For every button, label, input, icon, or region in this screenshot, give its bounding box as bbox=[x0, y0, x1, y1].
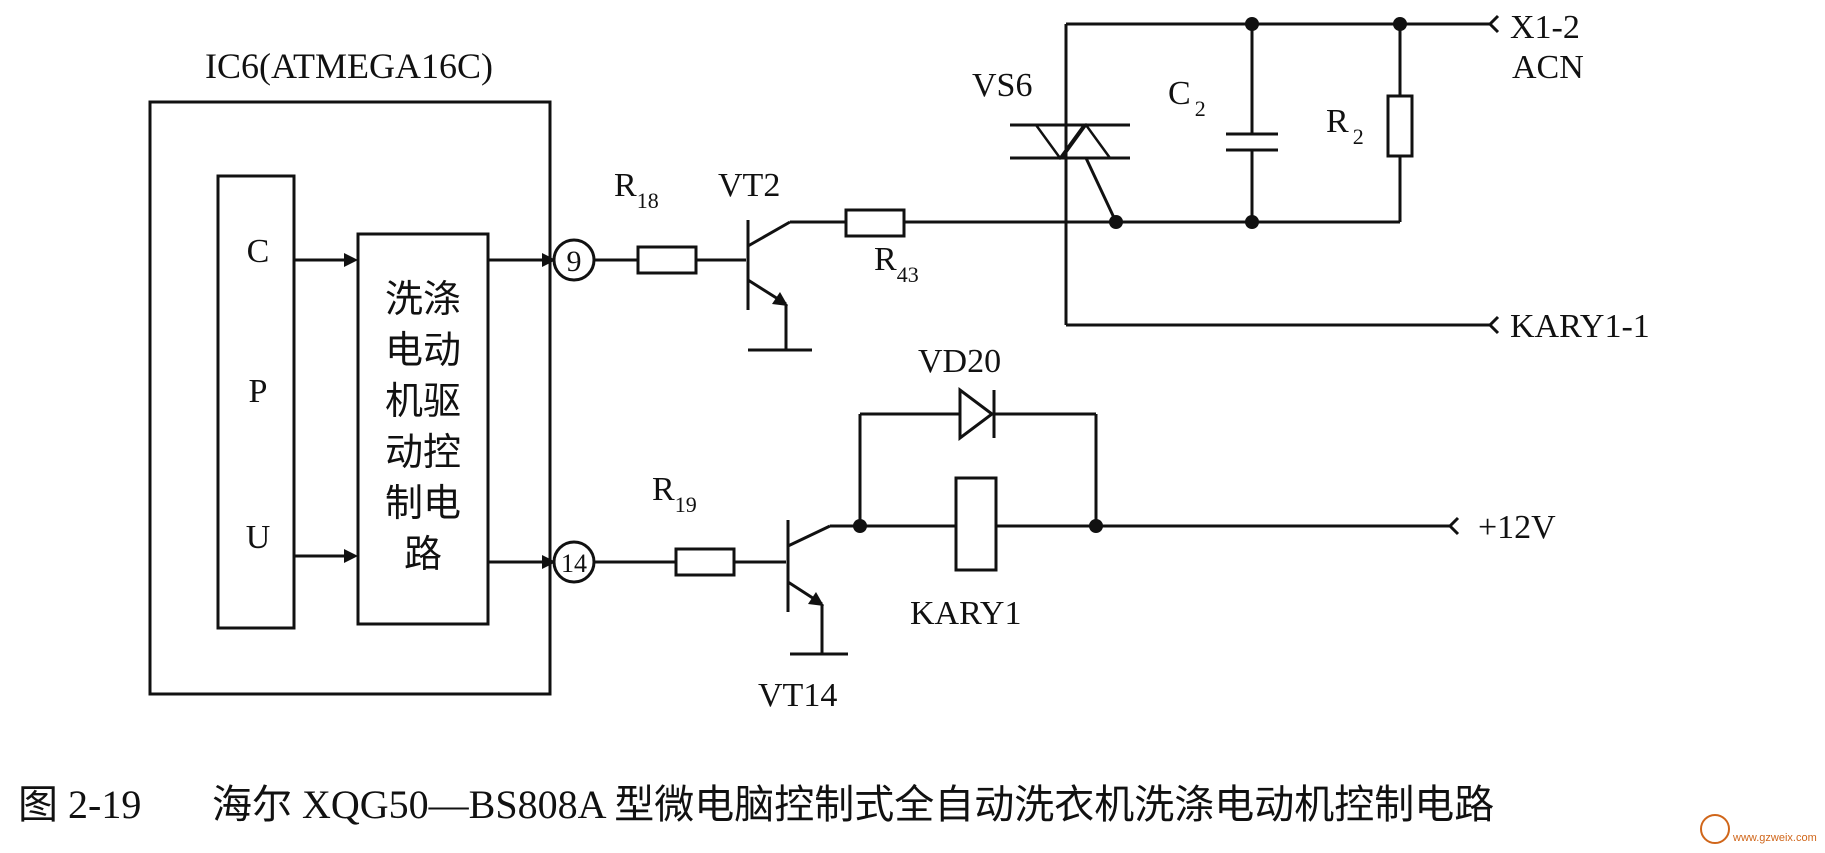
driver-text-line5: 制电 bbox=[385, 483, 461, 525]
r43-label: R43 bbox=[874, 241, 919, 287]
r18-label: R18 bbox=[614, 167, 659, 213]
watermark-logo: www.gzweix.com bbox=[1700, 814, 1817, 844]
driver-text-line2: 电动 bbox=[385, 330, 461, 372]
watermark-site: www.gzweix.com bbox=[1732, 832, 1817, 844]
driver-text-line6: 路 bbox=[404, 534, 442, 576]
terminal-12v-label: +12V bbox=[1478, 509, 1556, 546]
resistor-r43 bbox=[844, 208, 906, 238]
junction-coil-right bbox=[1089, 519, 1103, 533]
terminal-x1-2-label: X1-2 bbox=[1510, 9, 1580, 46]
driver-text-line1: 洗涤 bbox=[385, 279, 461, 321]
driver-block bbox=[356, 232, 490, 626]
vt14-label: VT14 bbox=[758, 677, 837, 714]
junction-c2-bottom bbox=[1245, 215, 1259, 229]
driver-text-line4: 动控 bbox=[385, 432, 461, 474]
vs6-gate-lead bbox=[1084, 157, 1118, 223]
vt14-collector bbox=[787, 524, 831, 548]
driver-text-line3: 机驱 bbox=[385, 381, 461, 423]
cpu-letter-p: P bbox=[249, 373, 268, 410]
cpu-letter-c: C bbox=[247, 233, 270, 270]
resistor-r18 bbox=[636, 245, 698, 275]
caption-title: 海尔 XQG50—BS808A 型微电脑控制式全自动洗衣机洗涤电动机控制电路 bbox=[212, 782, 1494, 827]
terminal-arrow-kary1-1 bbox=[1487, 315, 1500, 335]
arrow-head-bottom-left bbox=[344, 549, 358, 563]
arrow-head-pin9 bbox=[542, 253, 556, 267]
vt14-emitter-arrow bbox=[808, 592, 824, 606]
ic-title: IC6(ATMEGA16C) bbox=[205, 46, 493, 86]
terminal-arrow-x1-2 bbox=[1487, 14, 1500, 34]
terminal-acn-label: ACN bbox=[1512, 49, 1584, 86]
resistor-r2 bbox=[1386, 94, 1414, 158]
r19-label: R19 bbox=[652, 471, 697, 517]
pin-14-label: 14 bbox=[561, 549, 587, 578]
arrow-head-pin14 bbox=[542, 555, 556, 569]
vt2-collector bbox=[747, 220, 791, 248]
vs6-triangle-up bbox=[1059, 122, 1113, 160]
diode-vd20 bbox=[958, 387, 995, 441]
caption-figure-number: 图 2-19 bbox=[18, 782, 141, 827]
arrow-head-top-left bbox=[344, 253, 358, 267]
resistor-r19 bbox=[674, 547, 736, 577]
junction-r2-top bbox=[1393, 17, 1407, 31]
cpu-block bbox=[216, 174, 296, 630]
kary1-label: KARY1 bbox=[910, 595, 1021, 632]
cpu-letter-u: U bbox=[246, 519, 271, 556]
junction-c2-top bbox=[1245, 17, 1259, 31]
vt2-emitter-arrow bbox=[772, 292, 788, 306]
terminal-arrow-12v bbox=[1447, 516, 1460, 536]
pin-9-label: 9 bbox=[567, 245, 582, 278]
vs6-label: VS6 bbox=[972, 67, 1032, 104]
junction-gate-node bbox=[1109, 215, 1123, 229]
vd20-label: VD20 bbox=[918, 343, 1001, 380]
junction-coil-left bbox=[853, 519, 867, 533]
ic-outline bbox=[148, 100, 552, 696]
terminal-kary1-1-label: KARY1-1 bbox=[1510, 308, 1650, 345]
vs6-triangle-down bbox=[1033, 123, 1087, 161]
vt2-label: VT2 bbox=[718, 167, 780, 204]
relay-coil-kary1 bbox=[954, 476, 998, 572]
watermark-emblem-icon bbox=[1700, 814, 1730, 844]
